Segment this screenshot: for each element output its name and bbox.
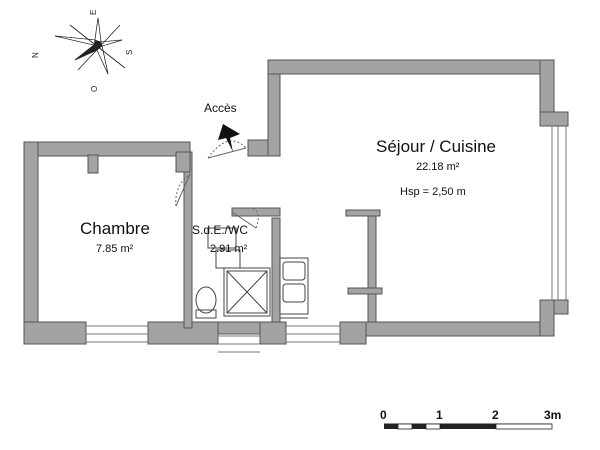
scale-tick-0: 0 — [380, 408, 387, 422]
access-label: Accès — [204, 101, 237, 115]
compass-rose: N E S O — [31, 10, 134, 92]
compass-o: O — [90, 86, 99, 92]
compass-star-icon — [54, 17, 123, 75]
window-bottom-sde — [218, 335, 260, 353]
access-arrow-icon — [218, 124, 240, 152]
room-area-sejour: 22.18 m² — [416, 161, 460, 173]
room-name-sde: S.d.E./WC — [192, 223, 248, 237]
toilet-icon — [195, 286, 217, 314]
room-area-chambre: 7.85 m² — [96, 243, 134, 255]
scale-tick-2: 2 — [492, 408, 499, 422]
window-bottom-kitchen — [286, 325, 340, 343]
bar-counter — [345, 209, 383, 323]
compass-e: E — [89, 10, 98, 15]
bedroom-door — [175, 173, 191, 207]
scale-tick-3: 3m — [544, 408, 561, 422]
window-right — [551, 126, 567, 300]
bathroom-door — [231, 207, 259, 229]
walls — [23, 59, 569, 345]
room-name-sejour: Séjour / Cuisine — [376, 137, 496, 156]
fixtures — [195, 227, 309, 319]
room-name-chambre: Chambre — [80, 219, 150, 238]
compass-s: S — [125, 50, 134, 55]
scale-tick-1: 1 — [436, 408, 443, 422]
room-height-sejour: Hsp = 2,50 m — [400, 186, 466, 198]
room-area-sde: 2.91 m² — [210, 243, 248, 255]
scale-bar: 0 1 2 3m — [380, 408, 561, 430]
entry-door — [207, 140, 247, 159]
window-bottom-chambre — [86, 325, 148, 343]
shower-icon — [223, 267, 271, 317]
compass-n: N — [31, 52, 40, 58]
kitchen-sink-icon — [279, 257, 309, 315]
